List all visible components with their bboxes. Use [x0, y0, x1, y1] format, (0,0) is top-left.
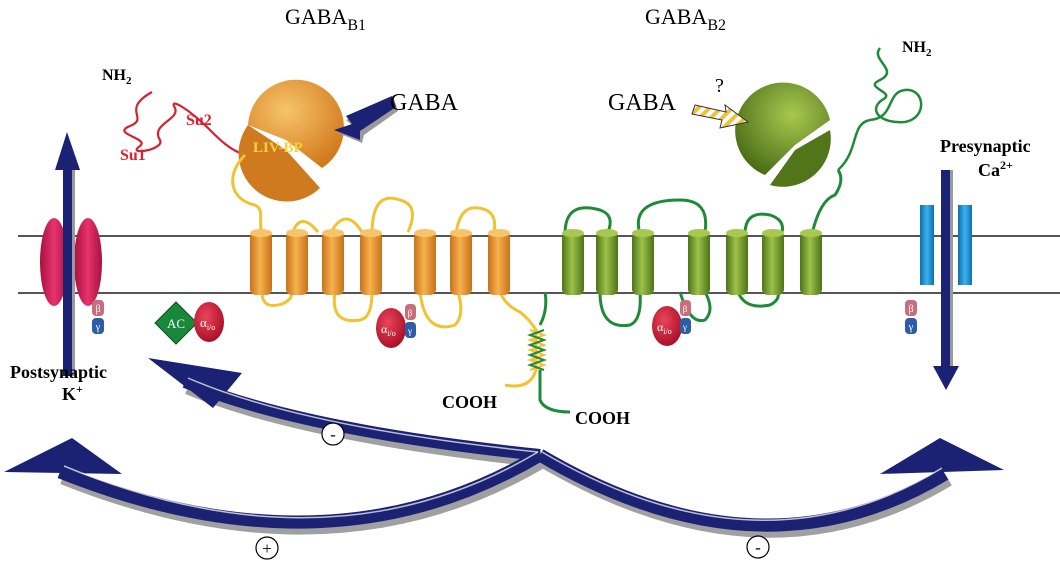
tm-helix	[762, 229, 784, 295]
gaba-b2-transmembrane	[538, 169, 843, 414]
gaba-b1-title: GABAB1	[285, 4, 366, 34]
feedback-arrows	[4, 358, 1004, 538]
tm-helix	[488, 229, 510, 295]
postsynaptic-label: Postsynaptic	[10, 362, 107, 382]
inhibit-k-arrowhead	[148, 358, 242, 408]
svg-text:β: β	[95, 304, 100, 315]
gamma-subunit	[92, 318, 104, 334]
svg-text:+: +	[262, 539, 272, 558]
alpha-io-subunit-left: αi/o	[194, 302, 224, 342]
gaba-b2-n-terminus	[837, 47, 923, 171]
svg-text:αi/o: αi/o	[657, 320, 672, 336]
su2-label: Su2	[186, 112, 212, 129]
coiled-coil	[527, 329, 547, 371]
question-mark: ?	[715, 75, 724, 97]
k-ion-label: K+	[62, 382, 83, 404]
cell-membrane	[18, 235, 1060, 294]
inhibition-sign-right: -	[746, 535, 770, 559]
activation-sign: +	[255, 536, 279, 560]
svg-text:γ: γ	[908, 322, 914, 333]
inhibition-sign-left: -	[321, 422, 345, 446]
activate-k-arrowhead	[4, 438, 122, 474]
ca-channel: β γ	[905, 170, 972, 390]
tm-helix	[800, 229, 822, 295]
su1-label: Su1	[120, 147, 146, 164]
gaba-b1-transmembrane	[231, 153, 538, 388]
svg-text:γ: γ	[407, 326, 412, 336]
tm-helix	[726, 229, 748, 295]
ca-ion-label: Ca2+	[978, 158, 1013, 180]
inhibit-ca-arrowhead	[880, 438, 1004, 474]
gaba-b2-title: GABAB2	[645, 4, 726, 34]
inhibit-ca-arrow-shaft	[536, 449, 949, 532]
gaba-binding-arrow-left	[334, 96, 398, 143]
gaba-ligand-right: GABA	[608, 90, 677, 116]
svg-text:γ: γ	[682, 322, 687, 332]
tm-helix	[250, 229, 272, 295]
nh2-left-label: NH2	[102, 67, 132, 87]
gaba-ligand-left: GABA	[390, 90, 459, 116]
tm-helix	[322, 229, 344, 295]
svg-text:γ: γ	[95, 322, 101, 333]
nh2-right-label: NH2	[902, 39, 932, 59]
svg-text:AC: AC	[167, 316, 185, 331]
tm-helix	[632, 229, 654, 295]
liv-bp-label: LIV-BP	[253, 140, 303, 156]
tm-helix	[286, 229, 308, 295]
cooh-left-label: COOH	[442, 392, 497, 412]
tm-helix	[688, 229, 710, 295]
g-protein-b2: αi/o β γ	[652, 300, 691, 346]
gaba-binding-arrow-right	[691, 103, 750, 129]
gaba-b2-venus-flytrap	[735, 82, 831, 187]
svg-text:-: -	[330, 425, 336, 444]
svg-text:αi/o: αi/o	[381, 322, 396, 338]
g-protein-b1: αi/o β γ	[376, 304, 416, 348]
k-channel: β γ	[40, 132, 104, 376]
svg-text:β: β	[683, 304, 688, 314]
presynaptic-label: Presynaptic	[940, 136, 1031, 156]
svg-text:-: -	[755, 538, 761, 557]
svg-text:β: β	[908, 304, 913, 315]
svg-text:β: β	[408, 308, 413, 318]
tm-helix	[360, 229, 382, 295]
tm-helix	[562, 229, 584, 295]
beta-subunit	[92, 300, 104, 316]
svg-text:αi/o: αi/o	[200, 315, 215, 332]
cooh-right-label: COOH	[575, 408, 630, 428]
gaba-b1-venus-flytrap	[238, 79, 344, 202]
activate-k-arrow-shaft	[57, 449, 544, 529]
tm-helix	[596, 229, 618, 295]
adenylyl-cyclase: AC	[154, 301, 198, 345]
gaba-b1-n-terminus	[123, 91, 246, 157]
tm-helix	[450, 229, 472, 295]
tm-helix	[414, 229, 436, 295]
